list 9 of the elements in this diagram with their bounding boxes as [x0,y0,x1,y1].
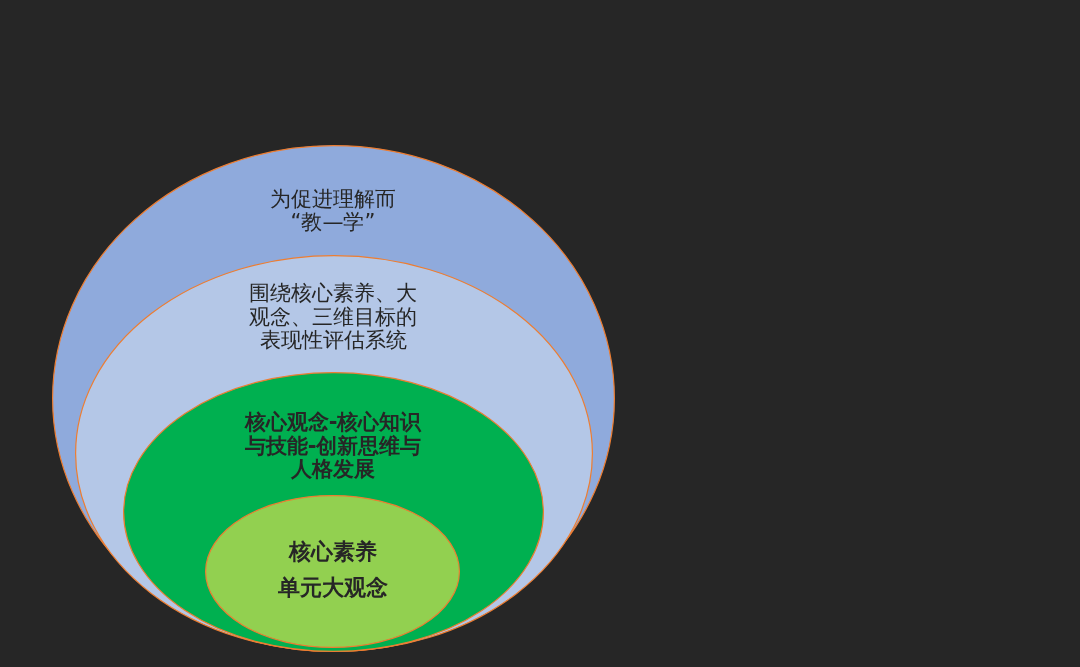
layer-label: 核心观念-核心知识与技能-创新思维与人格发展 [243,411,423,482]
nested-ellipse [123,372,544,652]
nested-ellipse [205,495,460,648]
layer-label: 单元大观念 [277,575,389,601]
layer-label: 为促进理解而“教—学” [269,188,397,234]
layer-label: 核心素养 [287,539,378,565]
nested-ellipse [52,145,615,652]
nested-ellipse [75,255,593,652]
layer-label: 围绕核心素养、大观念、三维目标的表现性评估系统 [248,282,418,353]
